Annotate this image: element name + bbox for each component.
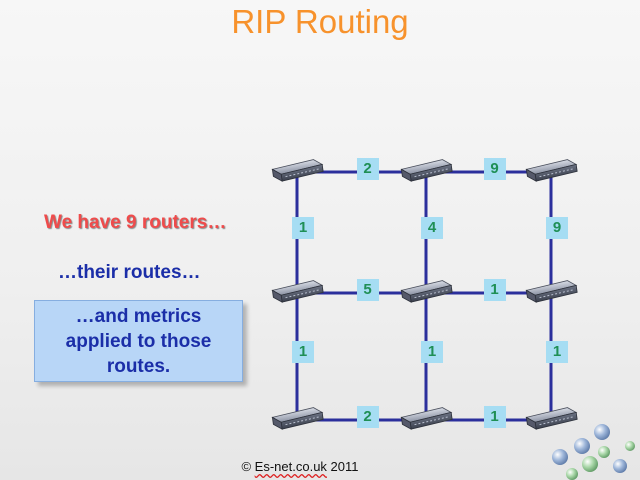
routes-text: …their routes… <box>58 262 201 283</box>
metric-label-r12-r22: 4 <box>421 216 443 239</box>
metric-label-r12-r13: 9 <box>483 158 506 180</box>
router-icon-r11 <box>271 159 324 182</box>
router-icon-r23 <box>525 280 578 303</box>
metric-label-r21-r22: 5 <box>356 279 379 301</box>
router-icon-r12 <box>400 159 453 182</box>
metric-label-r22-r32: 1 <box>421 340 443 363</box>
metrics-callout: …and metrics applied to those routes. <box>34 300 243 382</box>
metric-label-r11-r12: 2 <box>356 158 379 180</box>
metric-label-r32-r33: 1 <box>483 406 506 428</box>
footer-year: 2011 <box>326 459 359 474</box>
footer: © Es-net.co.uk 2011 <box>0 459 600 474</box>
metrics-text: …and metrics applied to those routes. <box>65 305 212 377</box>
metric-label-r11-r21: 1 <box>292 216 314 239</box>
routers-text: We have 9 routers… <box>44 212 227 233</box>
metric-label-r22-r23: 1 <box>483 279 506 301</box>
metric-label-r13-r23: 9 <box>546 216 568 239</box>
metric-label-r21-r31: 1 <box>292 340 314 363</box>
router-icon-r32 <box>400 407 453 430</box>
metric-label-r31-r32: 2 <box>356 406 379 428</box>
router-icon-r22 <box>400 280 453 303</box>
router-icon-r31 <box>271 407 324 430</box>
metric-label-r23-r33: 1 <box>546 340 568 363</box>
router-icon-r33 <box>525 407 578 430</box>
footer-brand: Es-net.co.uk <box>254 459 327 474</box>
slide-title: RIP Routing <box>231 3 409 40</box>
decorative-bubbles <box>552 424 635 480</box>
footer-copyright: © <box>241 459 255 474</box>
routers-layer <box>271 159 578 430</box>
router-icon-r13 <box>525 159 578 182</box>
router-icon-r21 <box>271 280 324 303</box>
